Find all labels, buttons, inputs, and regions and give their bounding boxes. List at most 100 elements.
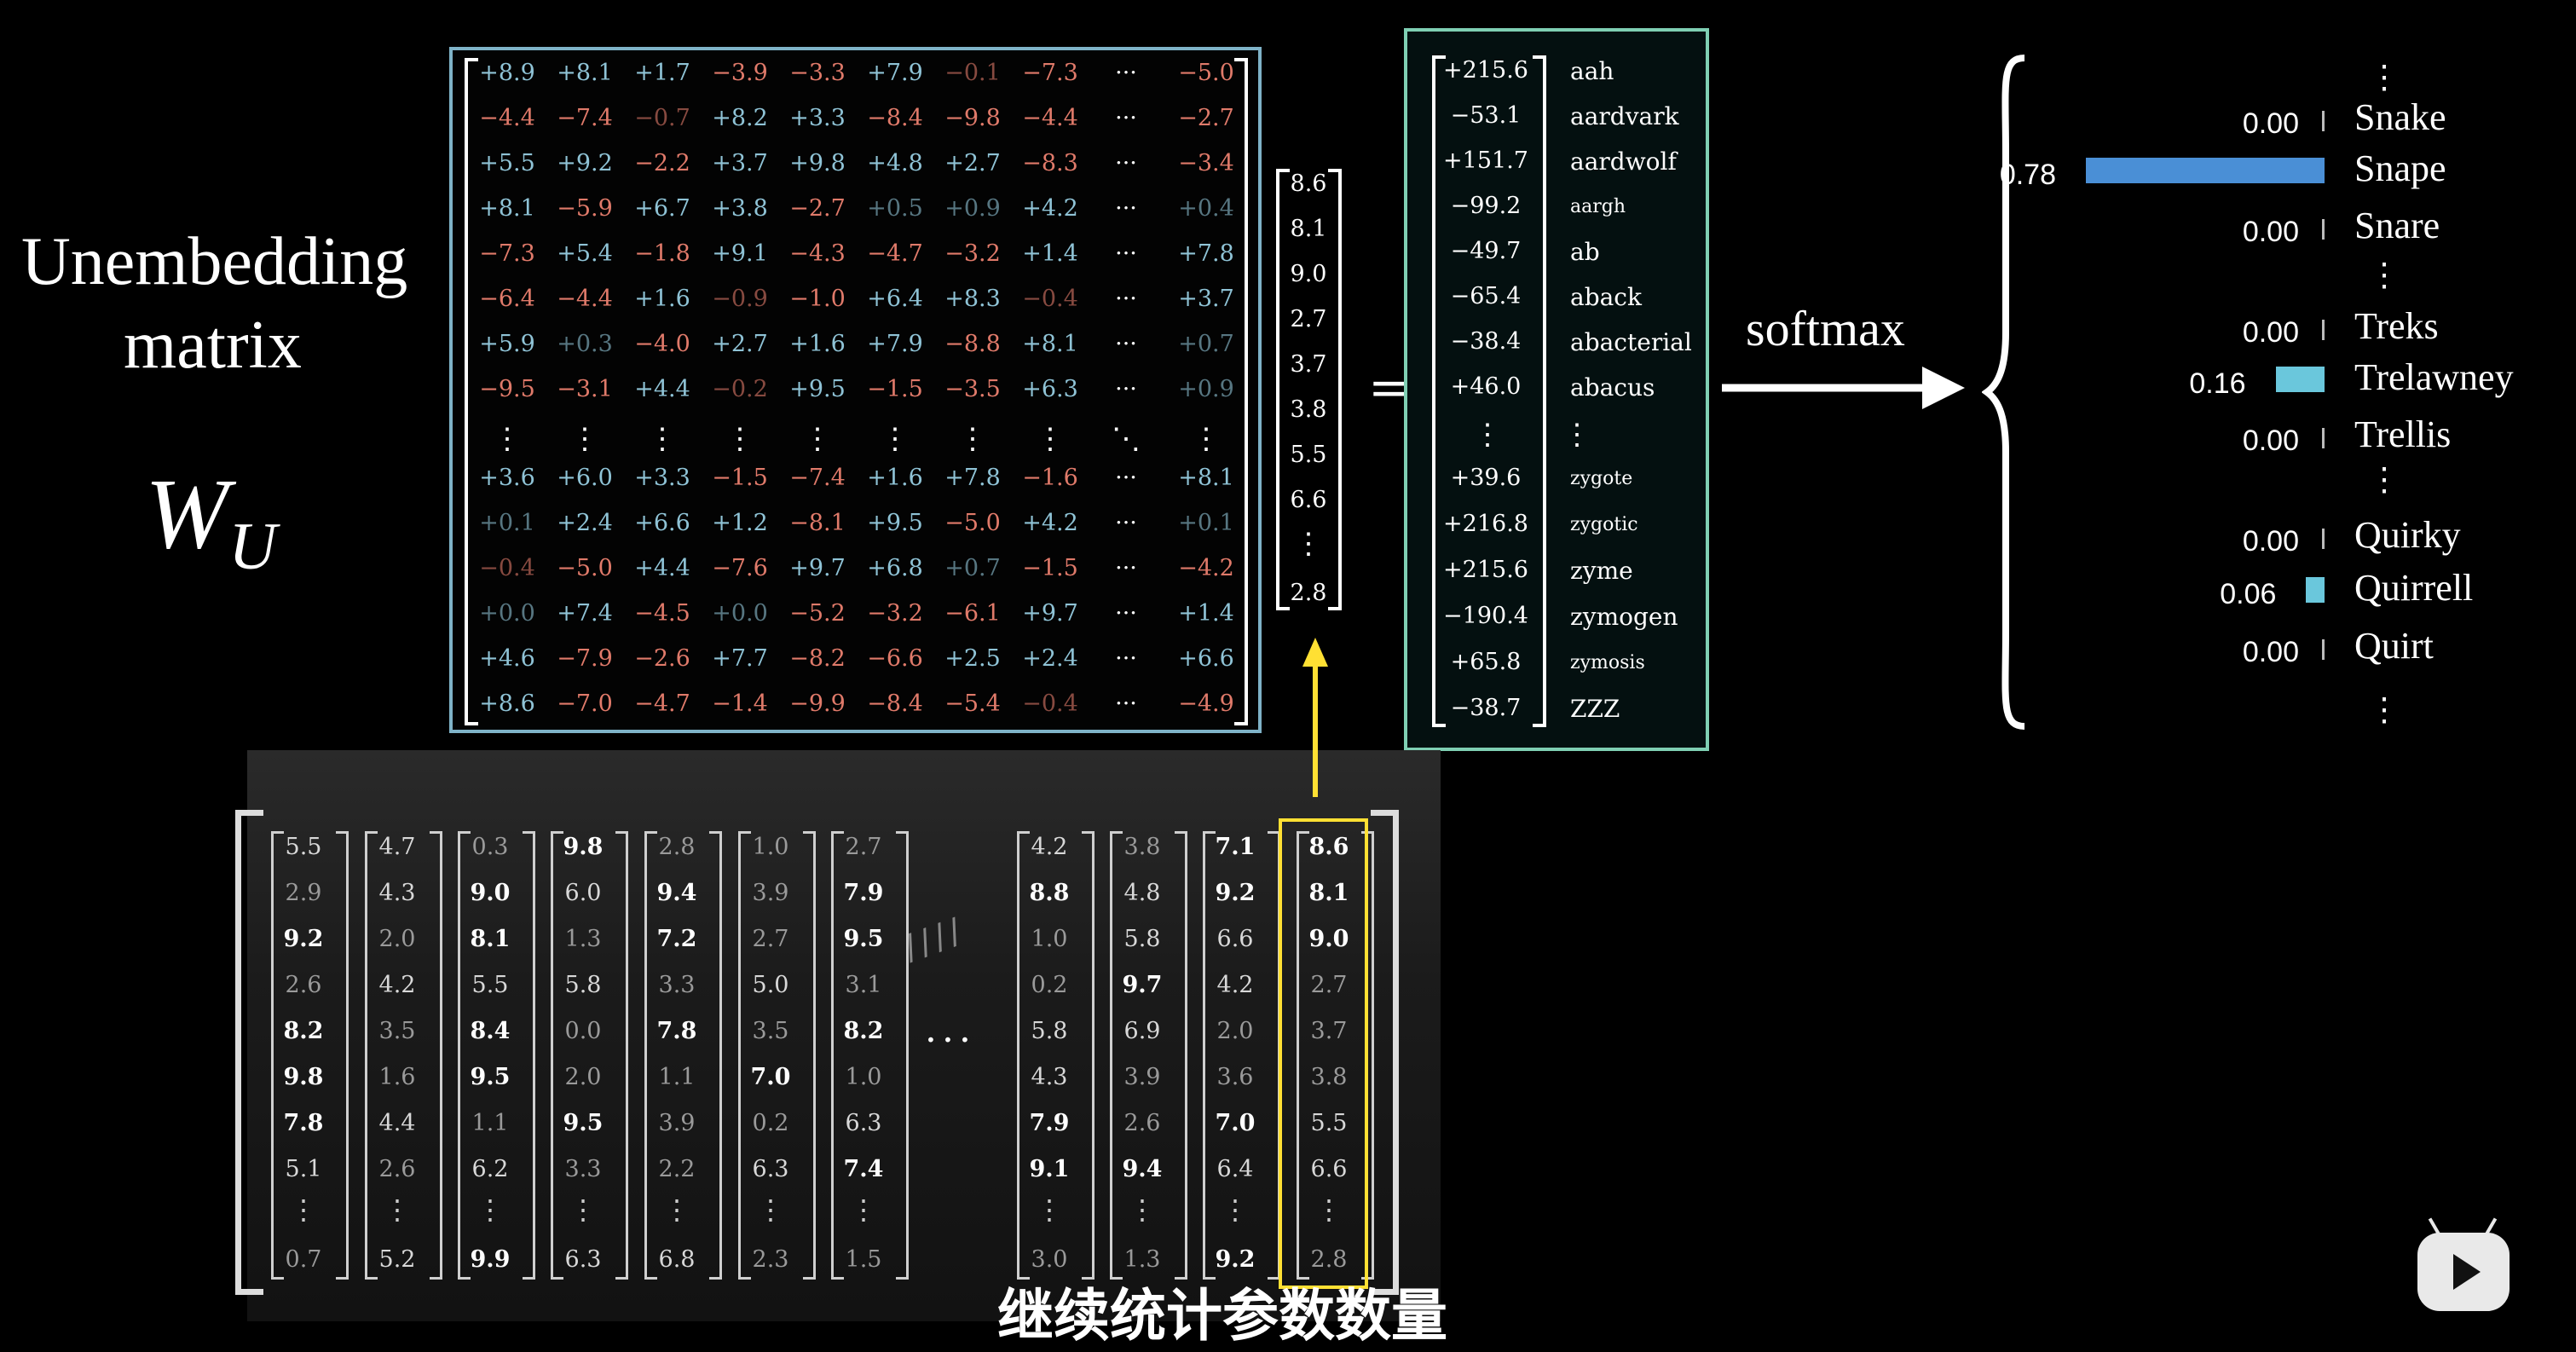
embedding-col-ellipsis: ⋮ (477, 1193, 504, 1226)
matrix-row-ellipsis: ··· (1115, 150, 1137, 176)
matrix-cell: −0.4 (1022, 286, 1078, 312)
matrix-row-ellipsis: ··· (1115, 555, 1137, 581)
embedding-col-right-bracket (615, 831, 628, 1280)
matrix-cell: +8.1 (479, 195, 535, 222)
matrix-left-bracket (465, 58, 478, 725)
embedding-col-ellipsis: ⋮ (384, 1193, 411, 1226)
highlighted-column[interactable] (1279, 818, 1368, 1289)
embedding-col-ellipsis: ⋮ (1036, 1193, 1063, 1226)
matrix-cell: +9.8 (789, 150, 846, 176)
embedding-col-right-bracket (523, 831, 535, 1280)
matrix-cell: −2.6 (634, 645, 690, 672)
embedding-cell: 6.3 (752, 1156, 789, 1182)
matrix-cell: −7.4 (789, 465, 846, 491)
embedding-cell: 3.9 (1123, 1064, 1161, 1090)
embedding-col-left-bracket (831, 831, 844, 1280)
matrix-cell: −5.4 (944, 690, 1001, 717)
play-logo-icon[interactable] (2417, 1217, 2510, 1311)
matrix-cell: −2.7 (789, 195, 846, 222)
matrix-cell: −1.5 (1022, 555, 1078, 581)
matrix-cell: +0.0 (712, 600, 768, 627)
embedding-cell: 5.0 (752, 972, 789, 998)
embedding-col-ellipsis: ⋮ (757, 1193, 784, 1226)
embedding-cell: 2.6 (378, 1156, 416, 1182)
matrix-row-ellipsis: ··· (1115, 600, 1137, 627)
matrix-cell: +8.9 (479, 60, 535, 86)
matrix-cell: +8.6 (479, 690, 535, 717)
highlight-arrow (1302, 638, 1328, 797)
embedding-cell: 1.1 (471, 1110, 509, 1136)
embedding-cell: 9.8 (283, 1064, 324, 1090)
embedding-cell: 6.9 (1123, 1018, 1161, 1044)
probability-word: Snare (2354, 205, 2440, 246)
matrix-row-ellipsis: ··· (1115, 331, 1137, 357)
matrix-col-ellipsis: ⋮ (570, 422, 599, 456)
logit-value: −65.4 (1450, 283, 1522, 309)
matrix-cell: +2.4 (557, 510, 613, 536)
embedding-cell: 6.4 (1216, 1156, 1254, 1182)
matrix-col-ellipsis: ⋮ (881, 422, 910, 456)
matrix-col-ellipsis: ⋮ (648, 422, 677, 456)
embedding-cell: 2.7 (1310, 972, 1348, 998)
embedding-cell: 3.5 (378, 1018, 416, 1044)
vector-cell: 5.5 (1290, 442, 1327, 468)
vector-left-bracket (1276, 169, 1290, 610)
matrix-cell: −3.1 (557, 376, 613, 402)
matrix-cell: −7.3 (1022, 60, 1078, 86)
matrix-cell: +4.6 (479, 645, 535, 672)
embedding-col-left-bracket (1203, 831, 1216, 1280)
probability-value: 0.00 (2242, 525, 2299, 558)
matrix-cell: −7.4 (557, 105, 613, 131)
matrix-cell: +9.7 (789, 555, 846, 581)
matrix-cell: +4.8 (867, 150, 923, 176)
matrix-cell: +0.9 (1178, 376, 1234, 402)
logit-word: zymosis (1570, 652, 1645, 673)
softmax-label: softmax (1746, 301, 1905, 356)
probability-bar (2322, 320, 2325, 340)
embedding-col-left-bracket (738, 831, 751, 1280)
matrix-cell: +5.9 (479, 331, 535, 357)
embedding-cell: 3.0 (1031, 1246, 1068, 1273)
matrix-cell: −6.4 (479, 286, 535, 312)
embedding-cell: 1.3 (1123, 1246, 1161, 1273)
matrix-cell: +6.8 (867, 555, 923, 581)
matrix-cell: +9.1 (712, 240, 768, 267)
logit-word: aah (1570, 57, 1614, 85)
matrix-cell: +7.9 (867, 331, 923, 357)
embedding-cell: 6.3 (564, 1246, 602, 1273)
matrix-cell: −6.6 (867, 645, 923, 672)
embedding-col-left-bracket (1110, 831, 1123, 1280)
embedding-cell: 7.0 (1215, 1110, 1256, 1136)
embedding-cell: 5.5 (285, 834, 322, 860)
logit-word: aback (1570, 283, 1642, 311)
embedding-col-ellipsis: ⋮ (1315, 1193, 1343, 1226)
matrix-col-ellipsis: ⋱ (1112, 422, 1141, 456)
embedding-cell: 9.8 (563, 834, 604, 860)
matrix-cell: +3.7 (1178, 286, 1234, 312)
matrix-cell: −5.0 (1178, 60, 1234, 86)
matrix-cell: +5.5 (479, 150, 535, 176)
probability-value: 0.78 (1999, 159, 2056, 191)
matrix-cell: −0.9 (712, 286, 768, 312)
embedding-cell: 9.5 (470, 1064, 511, 1090)
embedding-col-left-bracket (551, 831, 563, 1280)
logit-word: ab (1570, 238, 1600, 266)
matrix-cell: −3.2 (944, 240, 1001, 267)
logit-value: +39.6 (1450, 465, 1522, 491)
embedding-cell: 2.8 (658, 834, 696, 860)
embedding-cell: 9.9 (470, 1246, 511, 1273)
matrix-right-bracket (1234, 58, 1248, 725)
embedding-cell: 3.5 (752, 1018, 789, 1044)
matrix-cell: −4.7 (867, 240, 923, 267)
matrix-cell: +0.7 (1178, 331, 1234, 357)
matrix-cell: +0.4 (1178, 195, 1234, 222)
logits-right-bracket (1533, 55, 1546, 727)
embedding-cell: 3.8 (1310, 1064, 1348, 1090)
embedding-col-left-bracket (644, 831, 657, 1280)
embedding-cell: 2.9 (285, 880, 322, 906)
embedding-cell: 4.2 (1031, 834, 1068, 860)
matrix-cell: −4.3 (789, 240, 846, 267)
embedding-cell: 0.7 (285, 1246, 322, 1273)
matrix-cell: +6.6 (634, 510, 690, 536)
probability-ellipsis: ⋮ (2368, 256, 2400, 293)
